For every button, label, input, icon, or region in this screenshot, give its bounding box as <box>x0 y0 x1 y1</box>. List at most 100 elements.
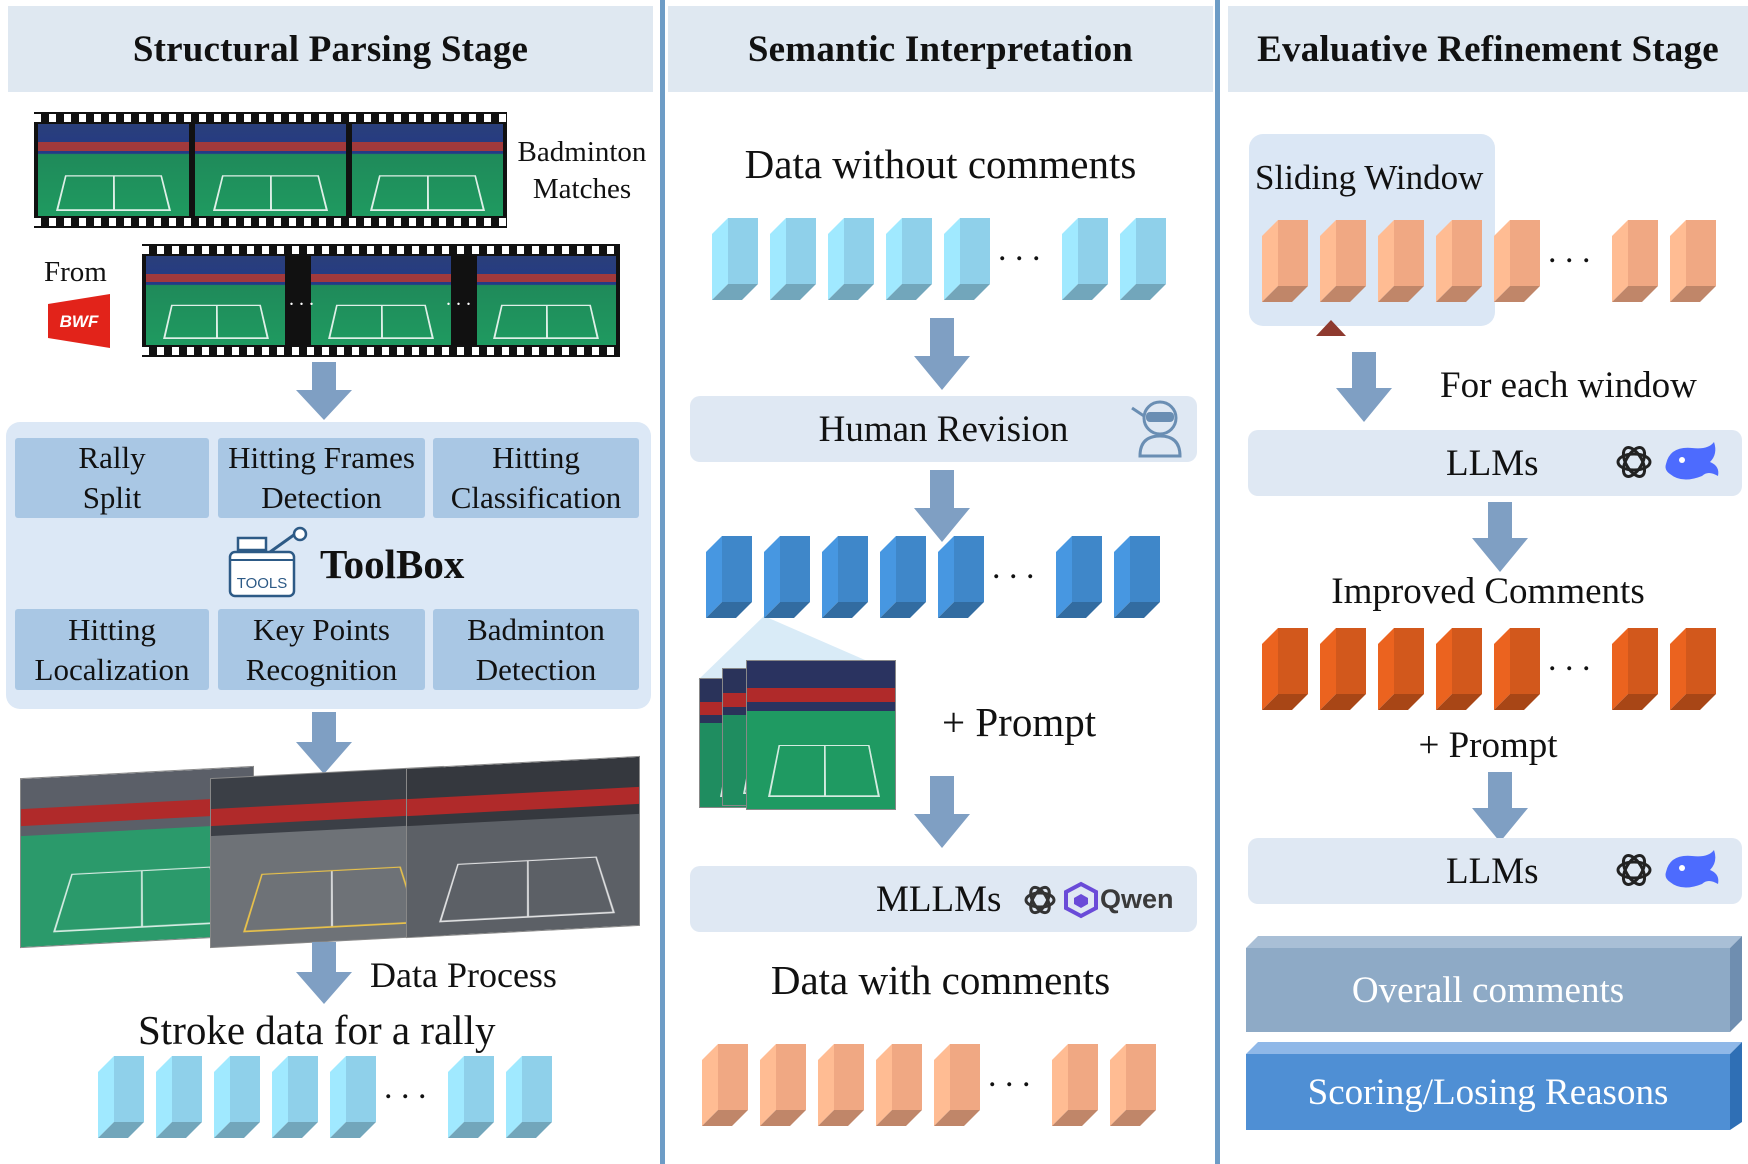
stroke-data-block <box>448 1056 494 1138</box>
badminton-matches-label: Badminton Matches <box>517 136 647 205</box>
data-without-comments-label: Data without comments <box>744 141 1137 187</box>
revised-data-block <box>822 536 868 618</box>
tool-hitting-localization: Hitting Localization <box>15 609 209 690</box>
stage-header-evaluative: Evaluative Refinement Stage <box>1228 6 1748 92</box>
uncommented-data-block <box>712 218 758 300</box>
llms-label-1: LLMs <box>1446 442 1539 484</box>
revised-data-block <box>938 536 984 618</box>
window-data-block <box>1320 220 1366 302</box>
film-strip-icon <box>34 112 507 228</box>
uncommented-data-block <box>770 218 816 300</box>
improved-comment-block-ellipsis: . . . <box>1548 641 1591 678</box>
ninja-user-icon <box>1131 400 1182 458</box>
overall-comments-label: Overall comments <box>1351 969 1625 1011</box>
commented-data-block <box>760 1044 806 1126</box>
revised-data-block <box>1056 536 1102 618</box>
window-data-block <box>1494 220 1540 302</box>
arrow-down <box>914 470 970 542</box>
human-revision-label: Human Revision <box>818 408 1069 450</box>
improved-comment-block <box>1378 628 1424 710</box>
scoring-losing-reasons-label: Scoring/Losing Reasons <box>1307 1071 1669 1113</box>
commented-data-block <box>702 1044 748 1126</box>
stroke-data-block <box>506 1056 552 1138</box>
openai-icon <box>1616 854 1652 886</box>
stroke-data-label: Stroke data for a rally <box>138 1007 496 1053</box>
prompt-label-evaluative: + Prompt <box>1418 725 1558 766</box>
sliding-window-label: Sliding Window <box>1255 158 1484 197</box>
stage-divider-1 <box>660 0 665 1164</box>
commented-data-block <box>876 1044 922 1126</box>
stage-header-structural: Structural Parsing Stage <box>8 6 653 92</box>
stroke-data-block <box>272 1056 318 1138</box>
commented-data-block <box>1052 1044 1098 1126</box>
window-data-block <box>1612 220 1658 302</box>
arrow-down <box>296 712 352 774</box>
stroke-data-block <box>98 1056 144 1138</box>
revised-data-block-ellipsis: . . . <box>992 549 1035 586</box>
data-process-label: Data Process <box>370 955 557 995</box>
commented-data-block <box>818 1044 864 1126</box>
revised-data-block <box>764 536 810 618</box>
stage-header-semantic: Semantic Interpretation <box>668 6 1213 92</box>
arrow-down <box>1472 502 1528 572</box>
arrow-down <box>296 942 352 1004</box>
toolbox-title: ToolBox <box>320 541 465 587</box>
uncommented-data-block <box>886 218 932 300</box>
improved-comment-block <box>1494 628 1540 710</box>
mllms-label: MLLMs <box>876 878 1002 920</box>
data-with-comments-label: Data with comments <box>770 957 1111 1003</box>
prompt-label-semantic: + Prompt <box>942 699 1097 745</box>
llms-box-2: LLMs <box>1248 838 1742 904</box>
tool-key-points-recognition: Key Points Recognition <box>218 609 425 690</box>
improved-comment-block <box>1670 628 1716 710</box>
uncommented-data-block <box>828 218 874 300</box>
qwen-logo-icon <box>1064 881 1098 919</box>
qwen-logo-text: Qwen <box>1100 884 1174 914</box>
stroke-data-block <box>156 1056 202 1138</box>
uncommented-data-block <box>1120 218 1166 300</box>
llms-label-2: LLMs <box>1446 850 1539 892</box>
tools-icon: TOOLS <box>228 526 308 598</box>
bwf-logo-icon: BWF <box>48 294 110 348</box>
commented-data-block <box>1110 1044 1156 1126</box>
stroke-data-block <box>214 1056 260 1138</box>
deepseek-whale-icon <box>1665 442 1719 480</box>
window-data-block-ellipsis: . . . <box>1548 233 1591 270</box>
svg-text:TOOLS: TOOLS <box>237 575 288 592</box>
openai-icon <box>1024 885 1056 915</box>
triangle-marker-icon <box>1316 320 1346 336</box>
tool-badminton-detection: Badminton Detection <box>433 609 639 690</box>
uncommented-data-block-ellipsis: . . . <box>998 231 1041 268</box>
window-data-block <box>1262 220 1308 302</box>
improved-comment-block <box>1612 628 1658 710</box>
commented-data-block <box>934 1044 980 1126</box>
stage-divider-2 <box>1215 0 1220 1164</box>
result-boxes-3d <box>1246 936 1742 1130</box>
arrow-down <box>296 362 352 420</box>
revised-data-block <box>706 536 752 618</box>
improved-comments-label: Improved Comments <box>1331 571 1645 612</box>
video-frame-image <box>746 660 896 810</box>
uncommented-data-block <box>944 218 990 300</box>
revised-data-block <box>880 536 926 618</box>
improved-comment-block <box>1436 628 1482 710</box>
tool-hitting-frames-detection: Hitting Frames Detection <box>218 438 425 518</box>
arrow-down <box>914 318 970 390</box>
tool-rally-split: Rally Split <box>15 438 209 518</box>
from-label: From <box>44 256 107 288</box>
window-data-block <box>1436 220 1482 302</box>
stroke-data-block-ellipsis: . . . <box>384 1069 427 1106</box>
mllms-box: MLLMs <box>690 866 1197 932</box>
human-revision-box: Human Revision <box>690 396 1197 462</box>
improved-comment-block <box>1320 628 1366 710</box>
commented-data-block-ellipsis: . . . <box>988 1057 1031 1094</box>
tool-hitting-classification: Hitting Classification <box>433 438 639 518</box>
window-data-block <box>1670 220 1716 302</box>
improved-comment-block <box>1262 628 1308 710</box>
deepseek-whale-icon <box>1665 850 1719 888</box>
arrow-down <box>1336 352 1392 422</box>
film-strip-icon: . . . . . . <box>142 244 620 357</box>
svg-text:BWF: BWF <box>60 312 99 331</box>
revised-data-block <box>1114 536 1160 618</box>
